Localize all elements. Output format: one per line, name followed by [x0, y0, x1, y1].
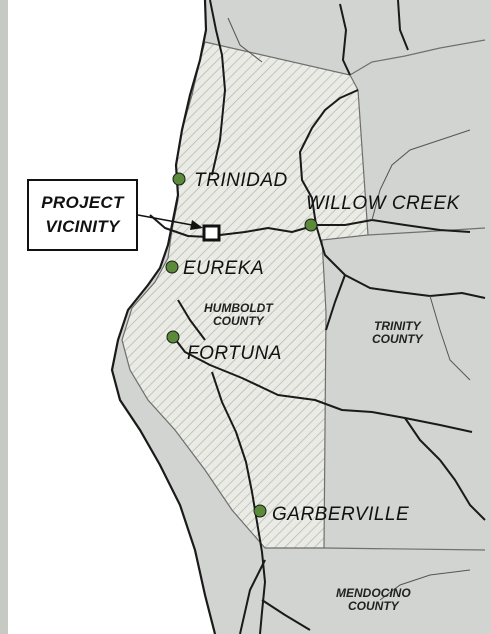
county-label-humboldt: HUMBOLDT COUNTY [204, 302, 273, 328]
willow-creek-marker-icon [304, 218, 318, 232]
county-label-mendocino-line-2: COUNTY [348, 599, 399, 613]
county-label-trinity-line-1: TRINITY [374, 319, 421, 333]
city-label-garberville: GARBERVILLE [272, 504, 410, 525]
map-left-margin [0, 0, 8, 634]
streams [227, 17, 471, 601]
rivers [149, 0, 486, 634]
county-label-mendocino-line-1: MENDOCINO [336, 586, 411, 600]
city-label-fortuna: FORTUNA [187, 343, 282, 364]
project-site-marker-icon [202, 224, 221, 242]
county-label-trinity-line-2: COUNTY [372, 332, 423, 346]
county-label-humboldt-line-2: COUNTY [212, 314, 264, 328]
callout-line-2: VICINITY [45, 217, 120, 236]
city-label-willow-creek: WILLOW CREEK [306, 193, 460, 214]
trinidad-marker-icon [172, 172, 186, 186]
city-label-eureka: EUREKA [183, 258, 265, 279]
county-label-humboldt-line-1: HUMBOLDT [204, 301, 273, 315]
coastline [110, 0, 217, 634]
ocean [8, 0, 215, 634]
eureka-marker-icon [165, 260, 179, 274]
county-label-mendocino: MENDOCINO COUNTY [336, 587, 411, 613]
fortuna-marker-icon [166, 330, 180, 344]
callout-arrowhead-icon [190, 220, 203, 230]
county-label-trinity: TRINITY COUNTY [372, 320, 423, 346]
city-label-trinidad: TRINIDAD [194, 170, 288, 191]
callout-leader-line [137, 214, 193, 226]
city-markers [165, 172, 318, 518]
callout-line-1: PROJECT [41, 193, 124, 212]
garberville-marker-icon [253, 504, 267, 518]
county-borders [323, 39, 486, 551]
project-vicinity-callout: PROJECT VICINITY [27, 179, 138, 251]
